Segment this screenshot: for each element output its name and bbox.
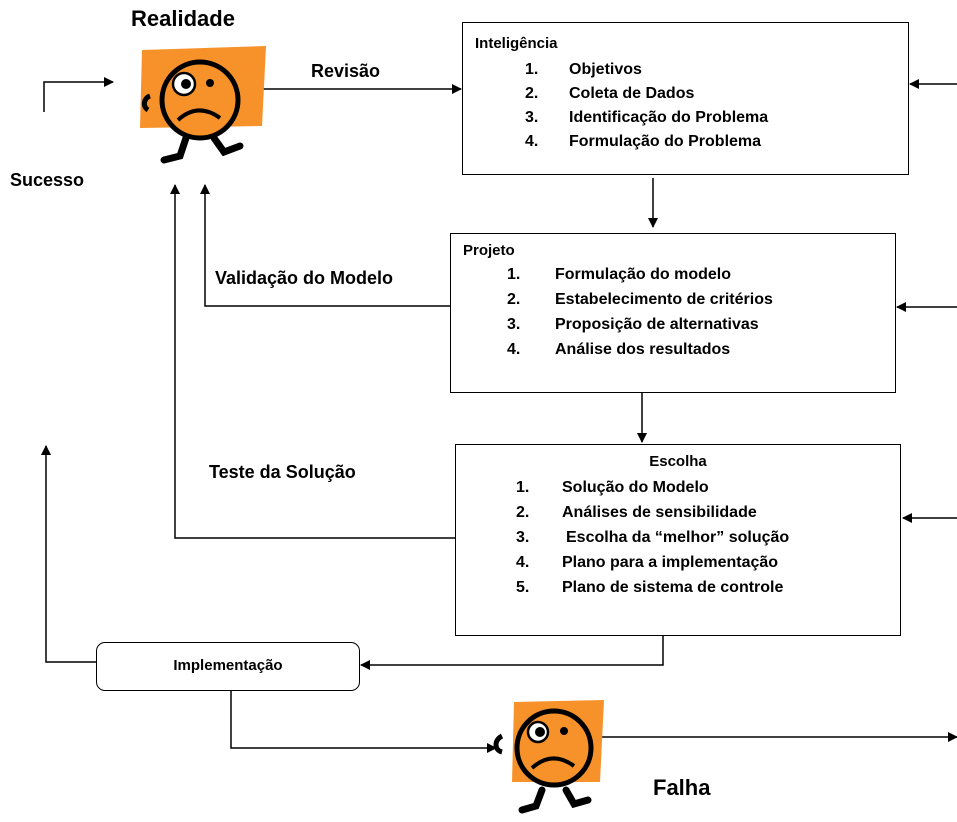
inteligencia-box: Inteligência 1. Objetivos 2. Coleta de Dad… bbox=[462, 22, 909, 175]
list-item: 2. Estabelecimento de critérios bbox=[507, 291, 773, 309]
implementacao-up-arrow bbox=[41, 445, 97, 663]
escolha-to-implementacao-arrow bbox=[360, 636, 664, 670]
item-number: 1. bbox=[516, 479, 530, 496]
projeto-title: Projeto bbox=[463, 242, 515, 259]
list-item: 1. Objetivos bbox=[525, 61, 642, 79]
list-item: 1. Solução do Modelo bbox=[516, 479, 709, 497]
validacao-label: Validação do Modelo bbox=[215, 268, 394, 288]
item-text: Identificação do Problema bbox=[569, 109, 769, 126]
projeto-box: Projeto 1. Formulação do modelo 2. Estabel… bbox=[450, 233, 896, 393]
item-text: Análise dos resultados bbox=[555, 341, 731, 358]
realidade-figure-icon bbox=[128, 40, 268, 170]
item-text: Formulação do modelo bbox=[555, 266, 732, 283]
sucesso-label: Sucesso bbox=[10, 170, 85, 190]
item-text: Solução do Modelo bbox=[562, 479, 709, 496]
item-number: 2. bbox=[516, 504, 530, 521]
sucesso-arrow bbox=[43, 77, 114, 112]
list-item: 4. Análise dos resultados bbox=[507, 341, 730, 359]
item-text: Análises de sensibilidade bbox=[562, 504, 757, 521]
escolha-box: Escolha 1. Solução do Modelo 2. Análises d… bbox=[455, 444, 901, 636]
list-item: 4. Plano para a implementação bbox=[516, 554, 778, 572]
escolha-title: Escolha bbox=[649, 453, 707, 470]
list-item: 3. Escolha da “melhor” solução bbox=[516, 529, 789, 547]
implementacao-to-falha-arrow bbox=[230, 691, 497, 753]
item-number: 3. bbox=[516, 529, 530, 546]
item-text: Objetivos bbox=[569, 61, 642, 78]
list-item: 1. Formulação do modelo bbox=[507, 266, 731, 284]
item-number: 4. bbox=[525, 133, 539, 150]
item-number: 1. bbox=[507, 266, 521, 283]
item-number: 4. bbox=[516, 554, 530, 571]
falha-label: Falha bbox=[653, 775, 711, 800]
item-text: Plano de sistema de controle bbox=[562, 579, 784, 596]
list-item: 2. Coleta de Dados bbox=[525, 85, 694, 103]
implementacao-box: Implementação bbox=[96, 642, 360, 691]
falha-figure-icon bbox=[488, 694, 608, 817]
item-number: 3. bbox=[507, 316, 521, 333]
item-number: 1. bbox=[525, 61, 539, 78]
item-text: Proposição de alternativas bbox=[555, 316, 759, 333]
realidade-label: Realidade bbox=[131, 6, 235, 31]
item-number: 4. bbox=[507, 341, 521, 358]
teste-label: Teste da Solução bbox=[209, 462, 356, 482]
item-text: Escolha da “melhor” solução bbox=[566, 529, 790, 546]
list-item: 5. Plano de sistema de controle bbox=[516, 579, 783, 597]
item-text: Plano para a implementação bbox=[562, 554, 779, 571]
teste-arrow bbox=[170, 184, 466, 539]
item-number: 2. bbox=[507, 291, 521, 308]
validacao-arrow bbox=[200, 184, 450, 307]
item-number: 2. bbox=[525, 85, 539, 102]
item-number: 5. bbox=[516, 579, 530, 596]
list-item: 4. Formulação do Problema bbox=[525, 133, 761, 151]
list-item: 2. Análises de sensibilidade bbox=[516, 504, 757, 522]
item-text: Estabelecimento de critérios bbox=[555, 291, 773, 308]
item-number: 3. bbox=[525, 109, 539, 126]
inteligencia-title: Inteligência bbox=[475, 35, 558, 52]
revisao-label: Revisão bbox=[311, 61, 381, 81]
item-text: Coleta de Dados bbox=[569, 85, 695, 102]
list-item: 3. Identificação do Problema bbox=[525, 109, 768, 127]
list-item: 3. Proposição de alternativas bbox=[507, 316, 759, 334]
item-text: Formulação do Problema bbox=[569, 133, 762, 150]
